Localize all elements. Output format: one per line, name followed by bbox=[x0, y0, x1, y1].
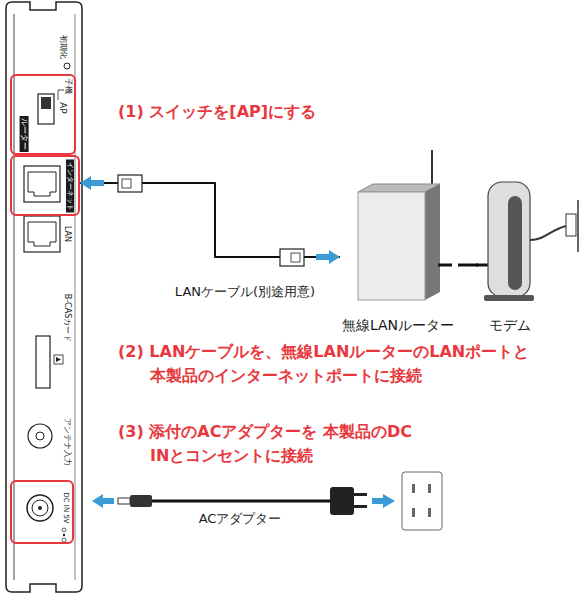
panel-label: LAN bbox=[62, 226, 71, 242]
switch-knob bbox=[41, 97, 51, 109]
step-callout: (1) スイッチを[AP]にする bbox=[118, 100, 584, 124]
lan-plug bbox=[122, 179, 131, 188]
internet-port-box: インターネット bbox=[10, 155, 80, 216]
antenna-jack bbox=[36, 432, 44, 440]
node-text: モデム bbox=[489, 317, 531, 333]
polarity-symbol bbox=[62, 528, 66, 542]
ac-prong bbox=[354, 493, 367, 496]
dc-jack bbox=[32, 500, 48, 516]
modem-body bbox=[488, 182, 530, 297]
node-text: インターネット bbox=[66, 160, 74, 213]
blue-arrow bbox=[92, 494, 114, 508]
modem-wire bbox=[530, 226, 566, 240]
polarity-symbol bbox=[62, 538, 66, 542]
modem-foot bbox=[484, 295, 534, 301]
outlet-slot bbox=[412, 508, 415, 517]
cable-line bbox=[458, 264, 478, 267]
node-text: 無線LANルーター bbox=[342, 317, 454, 333]
node-text: ルーター bbox=[19, 116, 28, 152]
port-socket bbox=[28, 222, 56, 246]
panel-label: B-CASカード bbox=[62, 294, 71, 343]
connectors bbox=[80, 183, 478, 265]
switch-bracket bbox=[58, 90, 64, 100]
polarity-symbol bbox=[63, 534, 65, 536]
router-antenna bbox=[431, 150, 433, 186]
reset-hole bbox=[64, 63, 70, 69]
node-text: 子機 bbox=[63, 78, 72, 94]
port-socket bbox=[28, 172, 56, 196]
step-callout: (3) 添付のACアダプターを 本製品のDC INとコンセントに接続 bbox=[118, 420, 480, 468]
lan-cable bbox=[80, 183, 340, 257]
slot-mark bbox=[54, 355, 63, 364]
outlet-slot bbox=[428, 484, 431, 493]
blue-arrow bbox=[372, 494, 395, 508]
lan-plug bbox=[291, 253, 300, 262]
slot-mark bbox=[56, 357, 61, 362]
switch-callout-box: ルーター AP 子機 bbox=[10, 74, 76, 155]
dc-plug-tip bbox=[118, 498, 130, 504]
dc-jack bbox=[38, 506, 42, 510]
lan-port bbox=[24, 216, 60, 252]
wall-jack bbox=[566, 214, 576, 236]
ac-adapter bbox=[330, 487, 354, 515]
dc-in-box: DC IN 5V bbox=[10, 480, 74, 544]
wall bbox=[577, 200, 579, 252]
step-callout: (2) LANケーブルを、無線LANルーターのLANポートと 本製品のインターネ… bbox=[118, 340, 584, 388]
panel-edge bbox=[14, 14, 15, 580]
internet-port bbox=[24, 166, 60, 202]
ac-prong bbox=[354, 505, 367, 508]
panel-label: アンテナ入力 bbox=[62, 418, 71, 466]
router-front bbox=[358, 192, 425, 300]
mode-switch bbox=[38, 94, 54, 124]
modem-node: モデム bbox=[478, 170, 542, 337]
node-text: DC IN 5V bbox=[62, 492, 70, 523]
panel-label: 初期化 bbox=[58, 35, 67, 59]
wall-outlet bbox=[402, 472, 442, 530]
outlet-slot bbox=[412, 484, 415, 493]
adapter-cable bbox=[152, 500, 332, 503]
edge-label: LANケーブル(別途用意) bbox=[172, 285, 318, 300]
modem-panel bbox=[508, 196, 522, 290]
cable-stub bbox=[438, 264, 452, 267]
polarity-symbol bbox=[62, 528, 66, 532]
device-panel bbox=[6, 2, 82, 592]
dc-jack bbox=[27, 495, 53, 521]
router-side bbox=[425, 184, 440, 300]
outlet-slot bbox=[428, 508, 431, 517]
lan-plug bbox=[280, 249, 304, 266]
router-node: 無線LANルーター bbox=[340, 150, 458, 337]
bcas-slot bbox=[36, 336, 50, 388]
antenna-jack bbox=[28, 424, 52, 448]
node-text: AP bbox=[58, 102, 68, 114]
dc-plug bbox=[130, 495, 152, 507]
cable-label: ACアダプター bbox=[199, 512, 282, 527]
lan-plug bbox=[118, 175, 142, 192]
